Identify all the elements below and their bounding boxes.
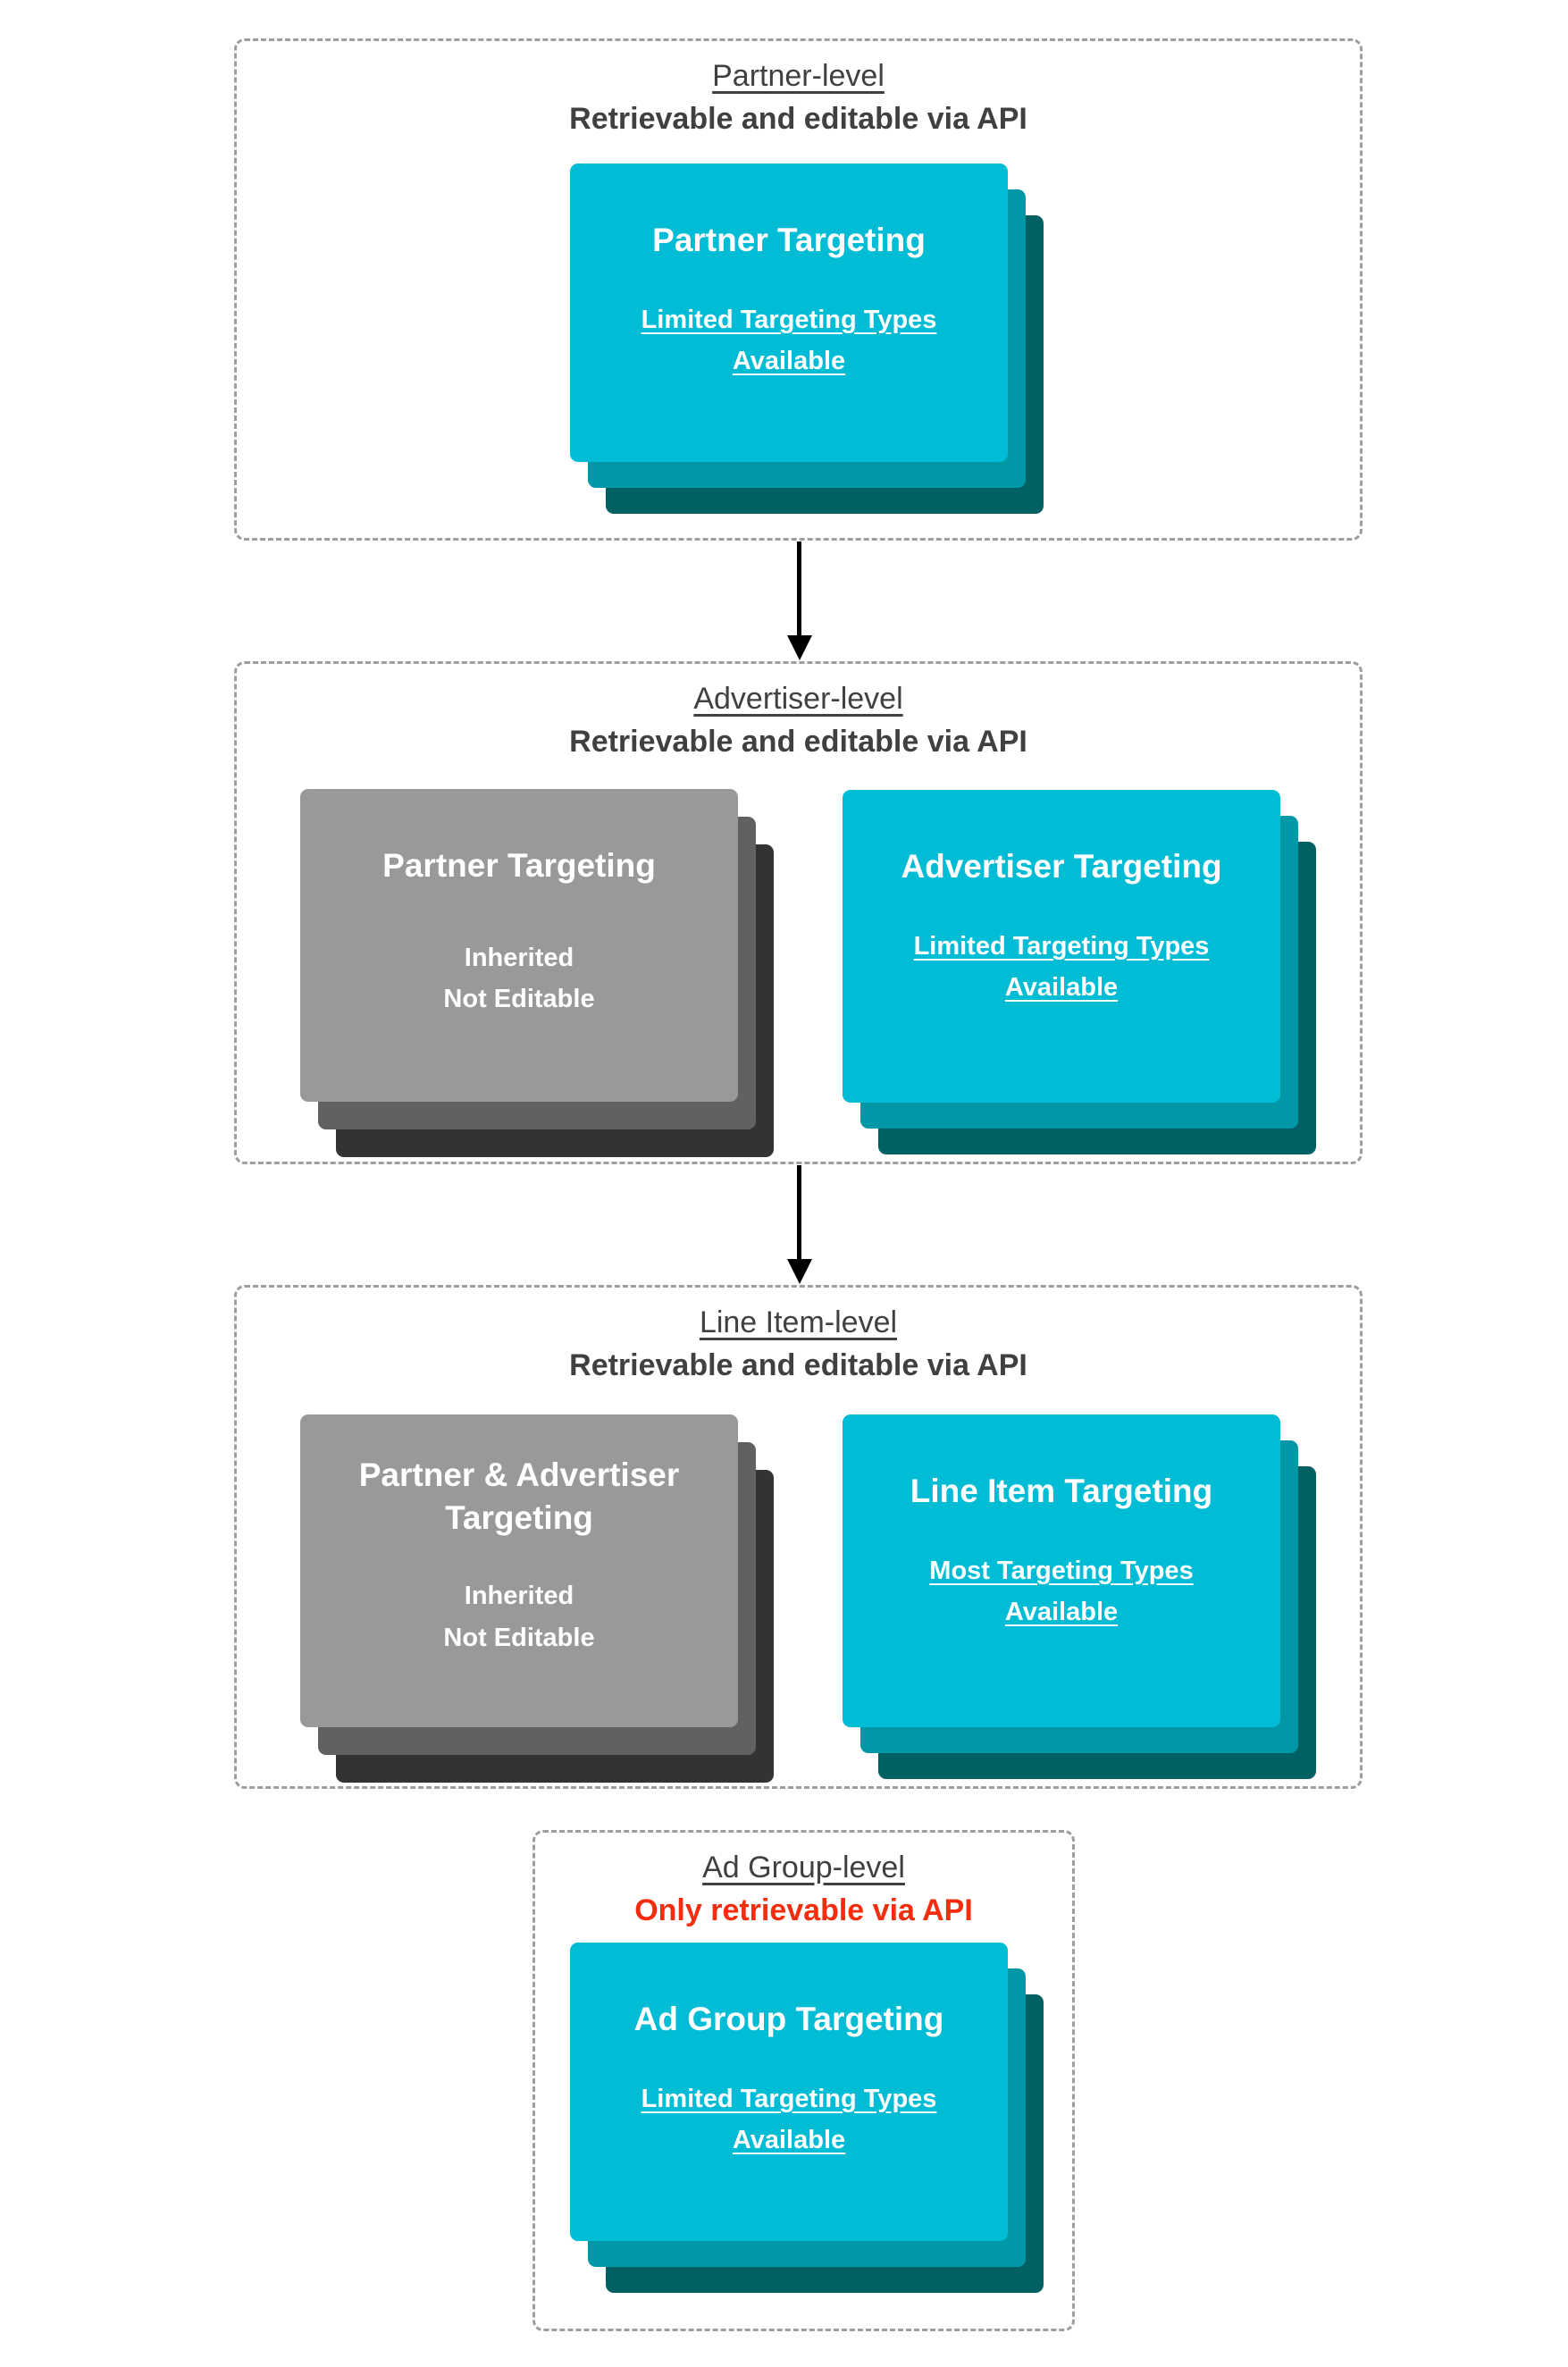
card-body: Limited Targeting Types Available	[641, 306, 937, 376]
section-subtitle: Retrievable and editable via API	[569, 101, 1027, 136]
section-title: Advertiser-level	[693, 682, 903, 716]
card-title: Ad Group Targeting	[633, 2001, 944, 2037]
card-body: Limited Targeting Types Available	[913, 932, 1210, 1003]
card-partner-targeting: Partner Targeting Limited Targeting Type…	[570, 164, 1008, 462]
section-ad-group-level: Ad Group-level Only retrievable via API …	[532, 1830, 1075, 2331]
section-advertiser-level: Advertiser-level Retrievable and editabl…	[234, 661, 1363, 1164]
section-title: Ad Group-level	[702, 1851, 905, 1884]
card-body-line: Inherited	[464, 1582, 574, 1611]
card-body: Inherited Not Editable	[300, 937, 738, 1020]
card-title: Line Item Targeting	[910, 1473, 1213, 1509]
card-title: Partner & Advertiser Targeting	[358, 1456, 680, 1537]
card-body-line: Inherited	[464, 944, 574, 973]
card-line-item-targeting: Line Item Targeting Most Targeting Types…	[843, 1414, 1280, 1727]
section-subtitle: Retrievable and editable via API	[569, 724, 1027, 759]
card-partner-advertiser-targeting-inherited: Partner & Advertiser Targeting Inherited…	[300, 1414, 738, 1727]
card-body: Most Targeting Types Available	[929, 1557, 1194, 1627]
card-body-line: Not Editable	[443, 985, 595, 1014]
card-body: Limited Targeting Types Available	[641, 2085, 937, 2155]
section-title: Line Item-level	[699, 1305, 898, 1339]
section-subtitle: Retrievable and editable via API	[569, 1347, 1027, 1382]
section-subtitle: Only retrievable via API	[634, 1893, 973, 1927]
section-title: Partner-level	[712, 59, 885, 93]
card-title: Advertiser Targeting	[901, 848, 1222, 885]
card-body-line: Not Editable	[443, 1623, 595, 1652]
arrow-down-icon	[797, 1165, 801, 1260]
card-body: Inherited Not Editable	[300, 1575, 738, 1658]
arrow-down-icon	[797, 541, 801, 636]
card-title: Partner Targeting	[652, 222, 926, 258]
card-title: Partner Targeting	[382, 847, 656, 884]
section-partner-level: Partner-level Retrievable and editable v…	[234, 38, 1363, 541]
card-partner-targeting-inherited: Partner Targeting Inherited Not Editable	[300, 789, 738, 1102]
card-ad-group-targeting: Ad Group Targeting Limited Targeting Typ…	[570, 1943, 1008, 2241]
card-advertiser-targeting: Advertiser Targeting Limited Targeting T…	[843, 790, 1280, 1103]
section-line-item-level: Line Item-level Retrievable and editable…	[234, 1285, 1363, 1789]
